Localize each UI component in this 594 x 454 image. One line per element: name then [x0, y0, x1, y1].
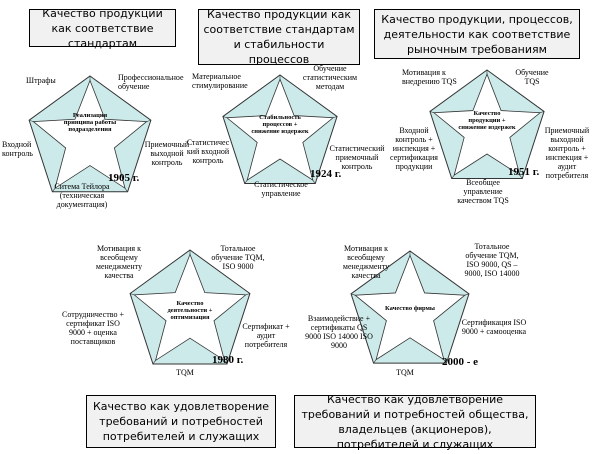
- panel-1-label-right: Приемочный выходной контроль: [144, 140, 190, 167]
- spoke: [332, 116, 338, 119]
- panel-5-center-label: Качество фирмы: [385, 305, 435, 312]
- panel-3-label-left: Входной контроль + инспекция + сертифика…: [390, 126, 438, 171]
- panel-1-label-left: Входной контроль: [2, 140, 33, 158]
- spoke: [124, 187, 128, 192]
- panel-2-year: 1924 г.: [310, 168, 342, 180]
- panel-4-label-right: Сертификат + аудит потребителя: [242, 322, 290, 349]
- spoke: [464, 293, 470, 296]
- spoke: [224, 360, 228, 365]
- panel-1-label-bottom: Ситема Тейлора (техническая документация…: [54, 182, 110, 209]
- spoke: [152, 360, 156, 365]
- spoke: [312, 179, 316, 184]
- panel-1-label-top-right: Профессиональное обучение: [118, 73, 184, 91]
- panel-2-label-bottom: Статистическое управление: [254, 180, 308, 198]
- spoke: [52, 187, 56, 192]
- panel-1-year: 1905 г.: [108, 172, 140, 184]
- panel-5-title: Качество как удовлетворение требований и…: [294, 393, 536, 451]
- panel-2-label-left: Статистичес кий входной контроль: [186, 138, 230, 165]
- spoke: [443, 359, 447, 364]
- panel-1-title: Качество продукции как соответствие стан…: [29, 7, 176, 50]
- panel-3-label-top-right: Обучение TQS: [515, 68, 549, 86]
- spoke: [350, 293, 356, 296]
- panel-3-year: 1951 г.: [508, 166, 540, 178]
- panel-2-title: Качество продукции как соответствие стан…: [198, 8, 360, 66]
- spoke: [539, 111, 545, 114]
- spoke: [373, 359, 377, 364]
- panel-3-label-bottom: Всеобщее управление качеством TQS: [457, 178, 509, 205]
- star: [354, 254, 466, 361]
- spoke: [244, 179, 248, 184]
- star: [133, 253, 247, 362]
- panel-3-label-top-left: Мотивация к внедрению TQS: [402, 68, 457, 86]
- spoke: [519, 174, 523, 179]
- spoke: [146, 119, 151, 122]
- panel-4-center-label: Качество деятельности + оптимизация: [167, 300, 213, 321]
- panel-2-label-top-right: Обучение статистическим методам: [302, 64, 358, 91]
- panel-1-center-label: Реализация принципа работы подразделения: [63, 112, 117, 133]
- spoke: [222, 116, 228, 119]
- spoke: [429, 111, 435, 114]
- panel-3-center-label: Качество продукции + снижение издержек: [458, 110, 516, 131]
- panel-5-label-bottom: TQM: [396, 368, 414, 377]
- spoke: [129, 293, 135, 296]
- spoke: [451, 174, 455, 179]
- panel-4-label-top-left: Мотивация к всеобщему менеджменту качест…: [95, 244, 143, 280]
- panel-5-year: 2000 - е: [442, 356, 479, 368]
- panel-4-label-bottom: TQM: [176, 368, 194, 377]
- panel-4-title: Качество как удовлетворение требований и…: [86, 395, 276, 448]
- panel-4-year: 1980 г.: [212, 354, 244, 366]
- panel-5-label-top-left: Мотивация к всеобщему менеджменту качест…: [342, 244, 390, 280]
- panel-4-label-left: Сотрудничество + сертификат ISO 9000 + о…: [62, 310, 124, 346]
- panel-3-title: Качество продукции, процессов, деятельно…: [374, 9, 580, 59]
- panel-3-label-right: Приемочный выходной контроль + инспекция…: [544, 126, 590, 180]
- panel-1-label-top-left: Штрафы: [26, 76, 56, 85]
- spoke: [245, 293, 251, 296]
- panel-5-label-left: Взаимодействие + сертификаты QS 9000 ISO…: [305, 314, 373, 350]
- star: [225, 78, 335, 182]
- panel-2-label-top-left: Материальное стимулирование: [192, 72, 248, 90]
- star: [432, 73, 542, 177]
- panel-5-label-top-right: Тотальное обучение TQM, ISO 9000, QS – 9…: [464, 242, 520, 278]
- panel-5-label-right: Сертификация ISO 9000 + самооценка: [461, 318, 527, 336]
- star: [32, 79, 148, 190]
- panel-4-label-top-right: Тотальное обучение TQM, ISO 9000: [211, 244, 265, 271]
- panel-2-label-right: Статистический приемочный контроль: [329, 144, 385, 171]
- spoke: [29, 119, 34, 122]
- panel-2-center-label: Стабильность процессов + снижение издерж…: [251, 114, 309, 135]
